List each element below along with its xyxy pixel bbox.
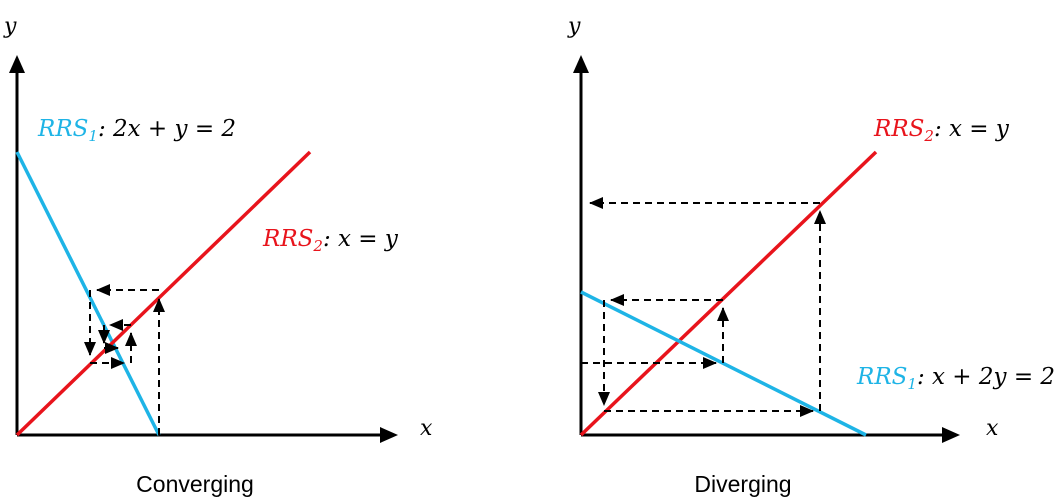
- left-y-axis-arrow: [9, 55, 25, 73]
- right-rrs1-line: [580, 290, 867, 437]
- left-caption: Converging: [136, 471, 254, 497]
- diverging-panel: y x RRS2: x = y RRS1: x + 2y = 2 Divergi…: [567, 14, 1054, 497]
- left-rrs2-label: RRS2: x = y: [262, 226, 399, 255]
- left-cobweb-path: [84, 284, 165, 435]
- left-rrs1-line: [15, 151, 161, 436]
- right-x-axis-arrow: [942, 427, 960, 443]
- right-y-axis-arrow: [573, 55, 589, 73]
- left-y-axis-label: y: [3, 14, 17, 39]
- right-x-axis-label: x: [986, 416, 999, 441]
- left-rrs1-label: RRS1: 2x + y = 2: [37, 116, 236, 145]
- right-rrs1-label: RRS1: x + 2y = 2: [856, 364, 1054, 393]
- right-rrs2-line: [579, 150, 878, 437]
- right-cobweb-path: [581, 197, 826, 417]
- left-x-axis-label: x: [420, 416, 433, 441]
- right-y-axis-label: y: [567, 14, 581, 39]
- left-rrs2-line: [15, 150, 312, 437]
- converging-panel: y x RRS1: 2x + y = 2 RRS2: x = y Converg…: [3, 14, 433, 497]
- right-caption: Diverging: [694, 471, 791, 497]
- right-rrs2-label: RRS2: x = y: [873, 116, 1010, 145]
- left-x-axis-arrow: [380, 427, 398, 443]
